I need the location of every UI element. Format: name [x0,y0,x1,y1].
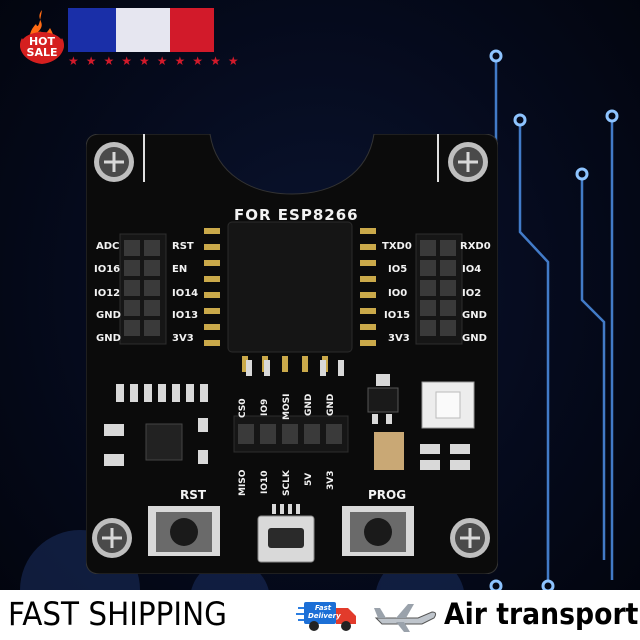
flag-blue-stripe [68,8,116,52]
pin-label-txd0: TXD0 [382,241,412,252]
esp8266-board [86,134,498,574]
header-label-gnd-top-2: GND [326,393,336,416]
header-label-3v3-bottom: 3V3 [326,470,336,491]
screw-top-right-icon [448,142,488,182]
header-label-io9: IO9 [260,398,270,416]
pin-label-io15: IO15 [384,310,411,321]
prog-button-label: PROG [368,488,407,502]
fast-shipping-text: FAST SHIPPING [8,595,227,633]
pin-label-io5: IO5 [388,264,408,275]
header-label-gnd-top-1: GND [304,393,314,416]
fast-delivery-label: Fast Delivery [308,604,341,620]
star-row: ★★★★★★★★★★ [68,54,246,68]
delivery-truck-icon [296,602,356,631]
pin-label-io13: IO13 [172,310,199,321]
flag-white-stripe [116,8,170,52]
pin-label-io16: IO16 [94,264,121,275]
pin-label-rst: RST [172,241,194,252]
pin-label-io2: IO2 [462,288,482,299]
pin-label-gnd-right-2: GND [462,333,487,344]
header-label-sclk: SCLK [282,470,292,496]
board-title: FOR ESP8266 [234,206,359,224]
pin-label-en: EN [172,264,188,275]
pin-label-gnd-right-1: GND [462,310,487,321]
hot-sale-label: HOT SALE [26,35,58,59]
pin-label-gnd-left-1: GND [96,310,121,321]
pin-label-adc: ADC [96,241,120,252]
flag-red-stripe [170,8,214,52]
header-label-mosi: MOSI [282,393,292,420]
pin-label-3v3-right: 3V3 [388,333,410,344]
air-transport-text: Air transport [444,597,639,631]
screw-top-left-icon [94,142,134,182]
header-label-5v: 5V [304,472,314,486]
screw-bottom-left-icon [92,518,132,558]
hot-sale-badge-icon [20,10,64,64]
pin-label-io0: IO0 [388,288,408,299]
pin-label-rxd0: RXD0 [460,241,491,252]
header-label-io10: IO10 [260,470,270,494]
rst-button-label: RST [180,488,207,502]
airplane-icon [374,604,437,632]
screw-bottom-right-icon [450,518,490,558]
pin-label-3v3-left: 3V3 [172,333,194,344]
pin-label-gnd-left-2: GND [96,333,121,344]
header-label-miso: MISO [238,469,248,496]
pin-label-io4: IO4 [462,264,482,275]
pin-label-io12: IO12 [94,288,121,299]
header-label-cs0: CS0 [238,398,248,418]
pin-label-io14: IO14 [172,288,199,299]
